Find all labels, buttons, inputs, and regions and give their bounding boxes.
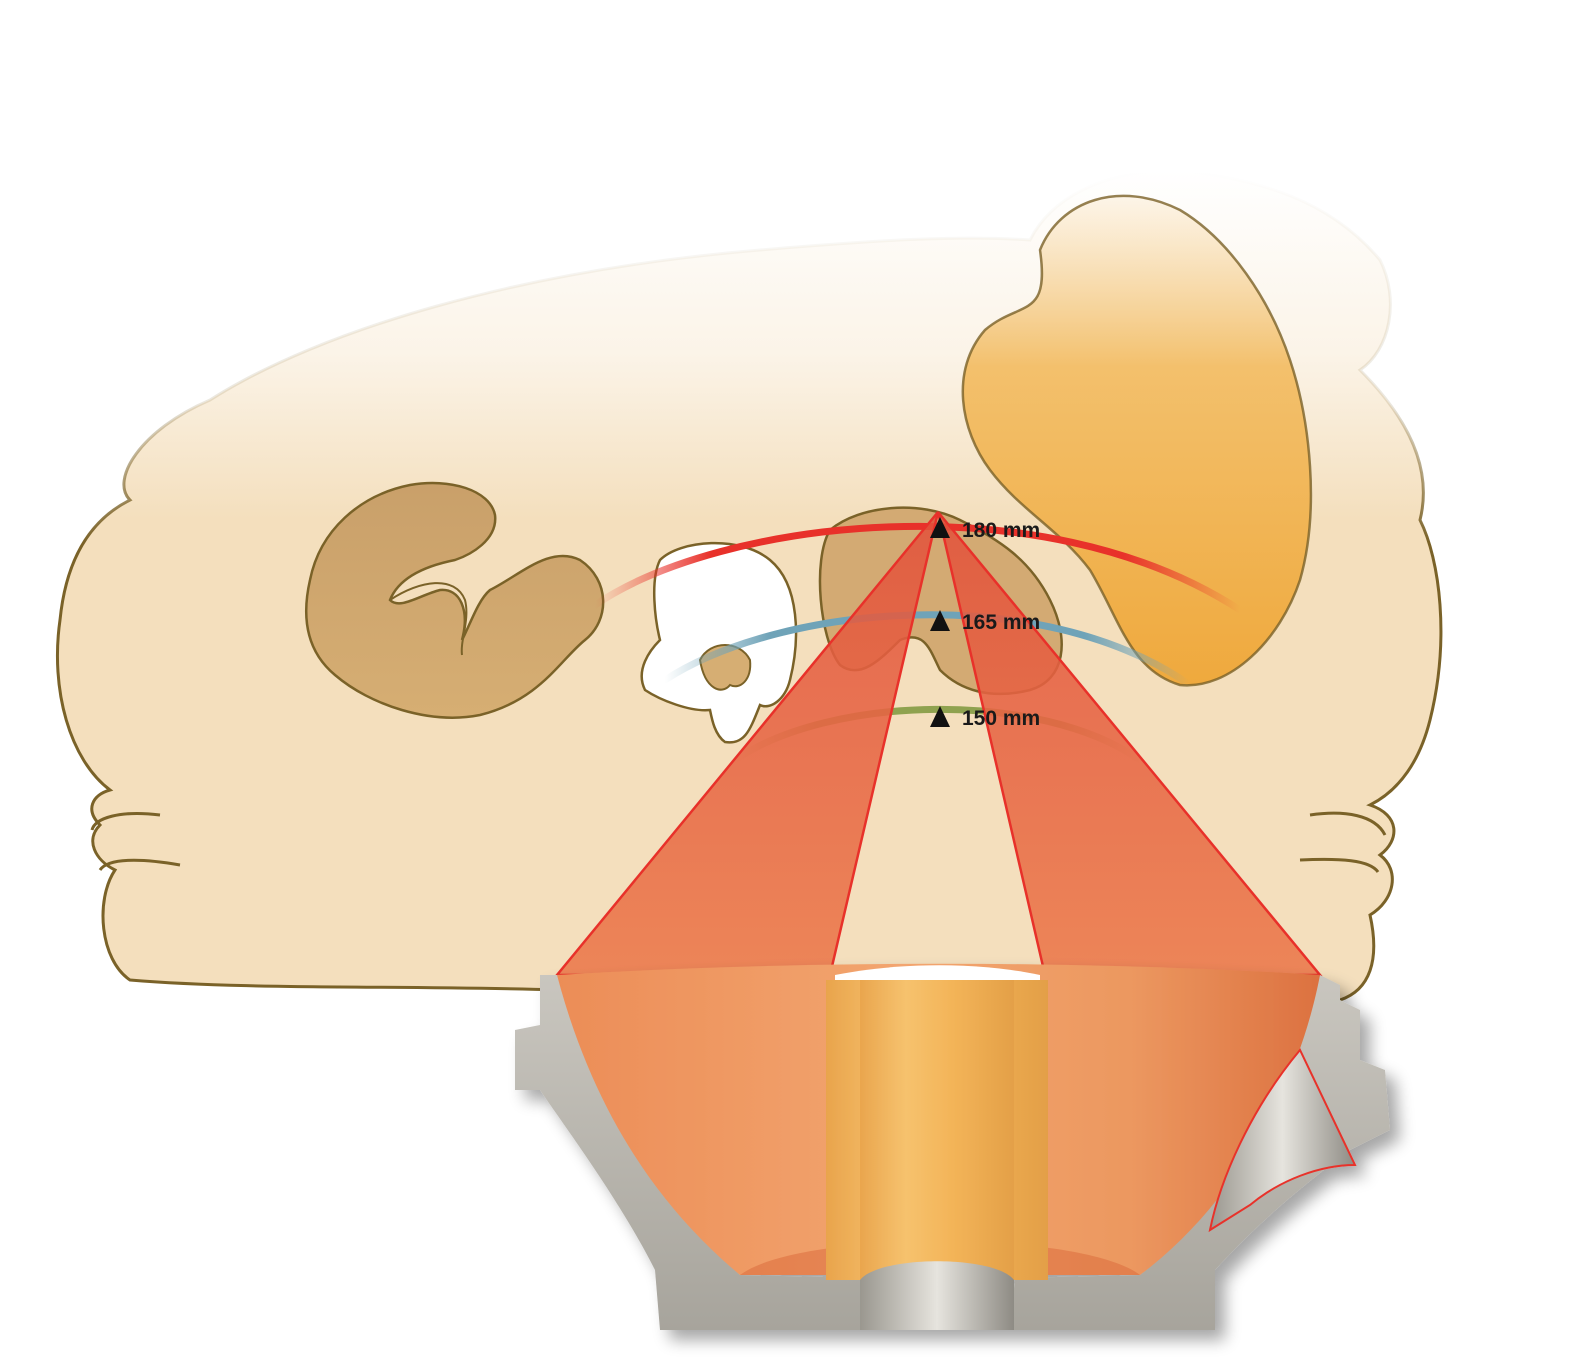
source-cylinder-core [860, 980, 1014, 1280]
focus-label-150: 150 mm [962, 707, 1040, 730]
shockwave-source [515, 964, 1390, 1330]
focus-label-180: 180 mm [962, 519, 1040, 542]
focus-label-165: 165 mm [962, 611, 1040, 634]
bottom-bore [860, 1261, 1014, 1330]
